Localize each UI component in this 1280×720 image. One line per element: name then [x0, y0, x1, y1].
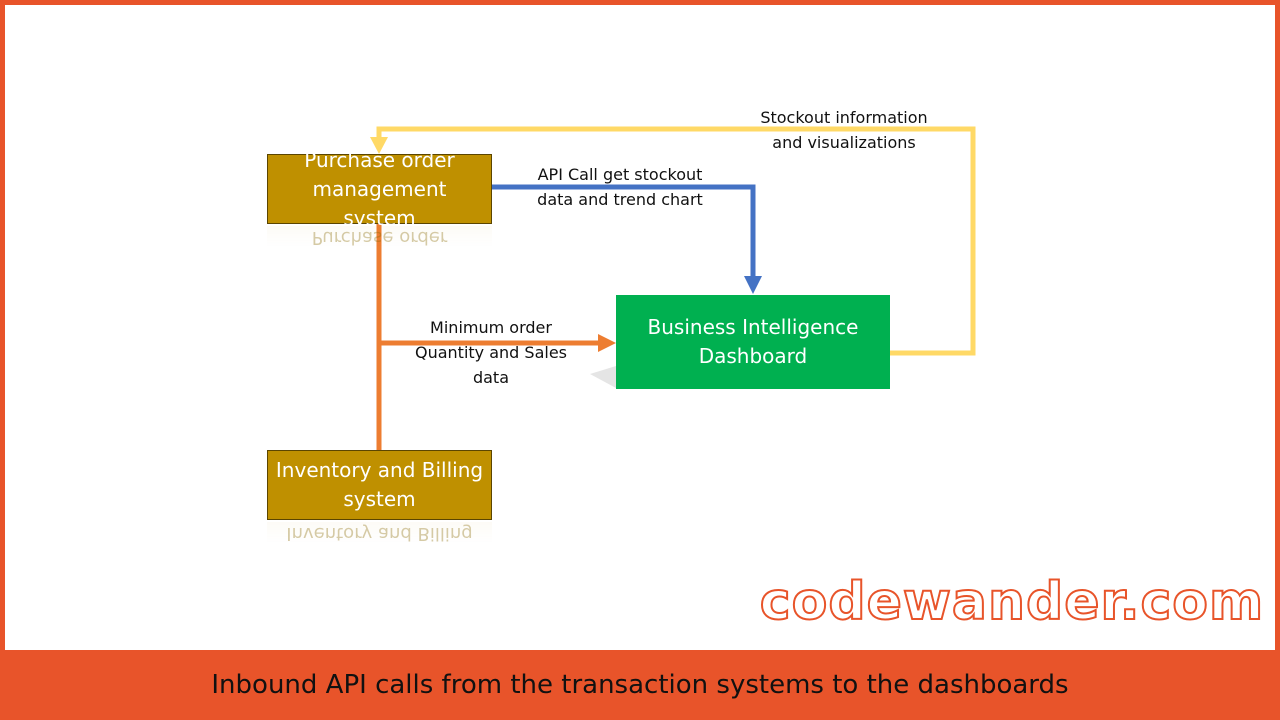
inventory-billing-reflection-text: Inventory and Billing system — [286, 522, 473, 544]
blue-arrow-line — [491, 184, 756, 280]
stockout-info-edge-label: Stockout information and visualizations — [760, 108, 928, 152]
inventory-billing-system-node: Inventory and Billing system — [267, 450, 492, 520]
yellow-arrow-head — [370, 137, 388, 154]
purchase-order-reflection: Purchase order management system — [267, 226, 492, 248]
diagram-connectors — [370, 126, 976, 452]
brand-watermark: codewander.com — [759, 571, 1265, 633]
dashboard-shadow — [590, 366, 616, 388]
caption-bar: Inbound API calls from the transaction s… — [0, 650, 1280, 720]
purchase-order-system-node: Purchase order management system — [267, 148, 492, 230]
yellow-arrow-line — [376, 126, 976, 356]
bi-dashboard-label: Business Intelligence Dashboard — [647, 315, 859, 368]
inventory-billing-system-label: Inventory and Billing system — [275, 458, 484, 511]
purchase-order-reflection-text: Purchase order management system — [284, 226, 475, 248]
min-order-edge-label: Minimum order Quantity and Sales data — [415, 318, 567, 387]
bi-dashboard-node: Business Intelligence Dashboard — [616, 295, 890, 389]
inventory-billing-reflection: Inventory and Billing system — [267, 522, 492, 544]
orange-arrow-head — [598, 334, 616, 352]
caption-text: Inbound API calls from the transaction s… — [211, 670, 1069, 700]
api-call-edge-label: API Call get stockout data and trend cha… — [537, 165, 703, 209]
blue-arrow-head — [744, 276, 762, 294]
purchase-order-system-label: Purchase order management system — [304, 147, 455, 230]
